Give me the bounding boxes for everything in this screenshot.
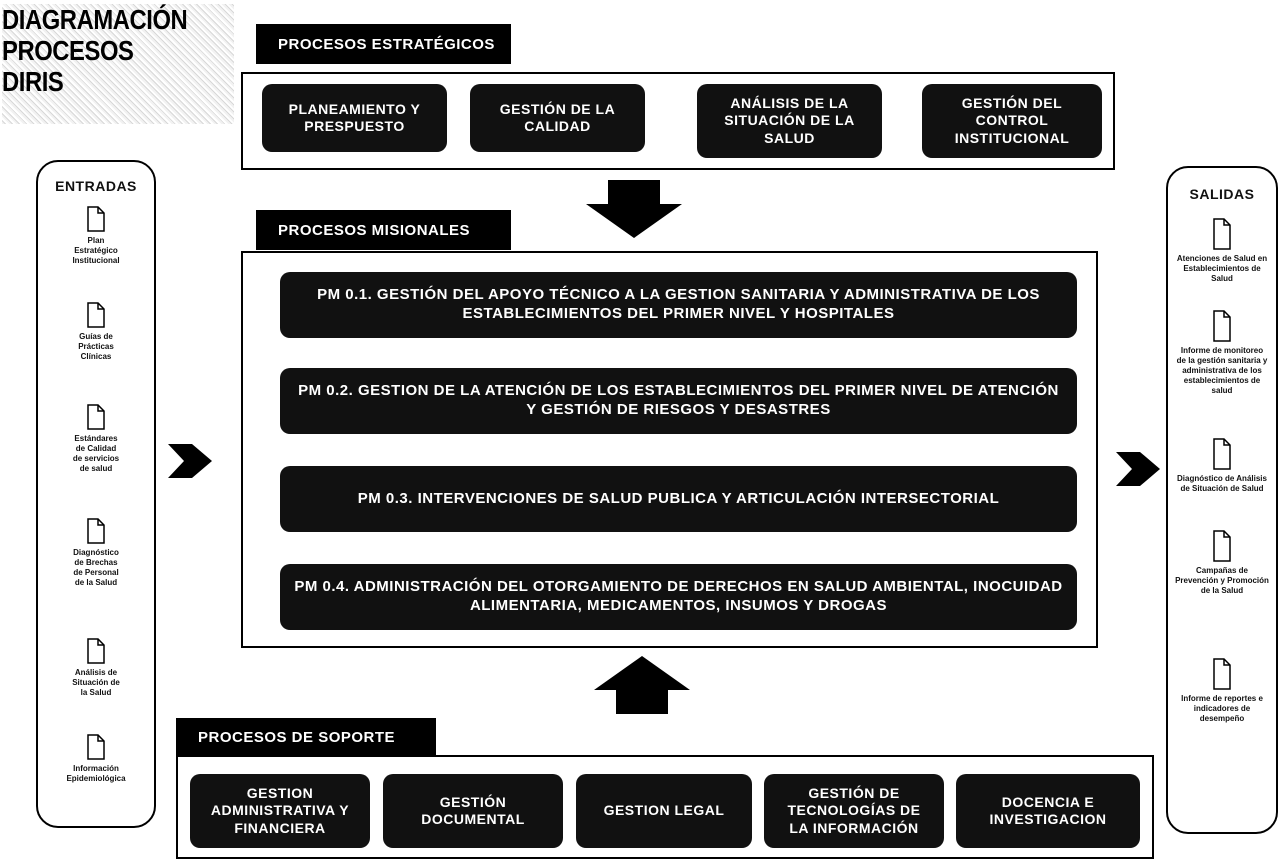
support-box-label: DOCENCIA E INVESTIGACION <box>989 793 1107 828</box>
input-item-label: Información Epidemiológica <box>66 764 126 783</box>
support-box-label: GESTIÓN DOCUMENTAL <box>421 793 525 828</box>
input-item: Guías de Prácticas Clínicas <box>38 302 154 362</box>
chevron-right-icon <box>168 444 212 478</box>
input-item: Plan Estratégico Institucional <box>38 206 154 266</box>
strategic-box-label: GESTIÓN DEL CONTROL INSTITUCIONAL <box>954 94 1070 146</box>
document-icon <box>87 206 105 232</box>
missional-box-pm01: PM 0.1. GESTIÓN DEL APOYO TÉCNICO A LA G… <box>280 272 1077 338</box>
strategic-box-label: ANÁLISIS DE LA SITUACIÓN DE LA SALUD <box>724 94 855 146</box>
document-icon <box>87 638 105 664</box>
missional-box-label: PM 0.3. INTERVENCIONES DE SALUD PUBLICA … <box>357 489 1000 507</box>
output-item-label: Campañas de Prevención y Promoción de la… <box>1175 566 1269 595</box>
strategic-box-planning: PLANEAMIENTO Y PRESPUESTO <box>262 84 447 152</box>
document-icon <box>1213 438 1231 470</box>
diagram-title: DIAGRAMACIÓN PROCESOS DIRIS <box>2 4 234 124</box>
strategic-box-health-analysis: ANÁLISIS DE LA SITUACIÓN DE LA SALUD <box>697 84 882 158</box>
document-icon <box>1213 530 1231 562</box>
missional-box-pm04: PM 0.4. ADMINISTRACIÓN DEL OTORGAMIENTO … <box>280 564 1077 630</box>
output-item: Diagnóstico de Análisis de Situación de … <box>1168 438 1276 494</box>
document-icon <box>87 404 105 430</box>
document-icon <box>1213 658 1231 690</box>
input-item-label: Estándares de Calidad de servicios de sa… <box>72 434 120 473</box>
support-box-label: GESTION ADMINISTRATIVA Y FINANCIERA <box>210 784 350 836</box>
missional-header: PROCESOS MISIONALES <box>256 210 511 250</box>
title-line-3: DIRIS <box>2 66 64 97</box>
output-item-label: Atenciones de Salud en Establecimientos … <box>1176 254 1268 283</box>
input-item-label: Guías de Prácticas Clínicas <box>78 332 114 361</box>
document-icon <box>87 302 105 328</box>
inputs-panel: ENTRADAS Plan Estratégico Institucional … <box>36 160 156 828</box>
missional-box-pm03: PM 0.3. INTERVENCIONES DE SALUD PUBLICA … <box>280 466 1077 532</box>
strategic-box-label: GESTIÓN DE LA CALIDAD <box>499 100 616 135</box>
output-item-label: Informe de reportes e indicadores de des… <box>1181 694 1263 723</box>
support-header: PROCESOS DE SOPORTE <box>176 718 436 756</box>
document-icon <box>1213 218 1231 250</box>
input-item: Estándares de Calidad de servicios de sa… <box>38 404 154 474</box>
support-box-label: GESTIÓN DE TECNOLOGÍAS DE LA INFORMACIÓN <box>787 784 921 836</box>
support-box-label: GESTION LEGAL <box>603 802 725 819</box>
arrow-down-icon <box>586 180 682 238</box>
output-item: Atenciones de Salud en Establecimientos … <box>1168 218 1276 284</box>
title-line-2: PROCESOS <box>2 35 134 66</box>
arrow-up-icon <box>594 656 690 714</box>
strategic-header: PROCESOS ESTRATÉGICOS <box>256 24 511 64</box>
title-line-1: DIAGRAMACIÓN <box>2 4 188 35</box>
outputs-panel: SALIDAS Atenciones de Salud en Estableci… <box>1166 166 1278 834</box>
missional-box-label: PM 0.1. GESTIÓN DEL APOYO TÉCNICO A LA G… <box>317 286 1040 322</box>
strategic-box-control: GESTIÓN DEL CONTROL INSTITUCIONAL <box>922 84 1102 158</box>
support-box-documental: GESTIÓN DOCUMENTAL <box>383 774 563 848</box>
input-item-label: Diagnóstico de Brechas de Personal de la… <box>73 548 119 587</box>
input-item-label: Plan Estratégico Institucional <box>72 236 120 265</box>
support-box-admin: GESTION ADMINISTRATIVA Y FINANCIERA <box>190 774 370 848</box>
strategic-box-label: PLANEAMIENTO Y PRESPUESTO <box>288 100 421 135</box>
missional-box-label: PM 0.4. ADMINISTRACIÓN DEL OTORGAMIENTO … <box>294 578 1063 614</box>
support-box-it: GESTIÓN DE TECNOLOGÍAS DE LA INFORMACIÓN <box>764 774 944 848</box>
input-item-label: Análisis de Situación de la Salud <box>72 668 120 697</box>
output-item: Campañas de Prevención y Promoción de la… <box>1168 530 1276 596</box>
input-item: Diagnóstico de Brechas de Personal de la… <box>38 518 154 588</box>
output-item-label: Diagnóstico de Análisis de Situación de … <box>1177 474 1267 493</box>
document-icon <box>1213 310 1231 342</box>
output-item: Informe de monitoreo de la gestión sanit… <box>1168 310 1276 396</box>
support-box-teaching: DOCENCIA E INVESTIGACION <box>956 774 1140 848</box>
inputs-title: ENTRADAS <box>55 178 137 194</box>
document-icon <box>87 518 105 544</box>
chevron-right-icon <box>1116 452 1160 486</box>
input-item: Análisis de Situación de la Salud <box>38 638 154 698</box>
outputs-title: SALIDAS <box>1189 186 1255 202</box>
strategic-box-quality: GESTIÓN DE LA CALIDAD <box>470 84 645 152</box>
document-icon <box>87 734 105 760</box>
input-item: Información Epidemiológica <box>38 734 154 784</box>
missional-box-label: PM 0.2. GESTION DE LA ATENCIÓN DE LOS ES… <box>298 382 1059 418</box>
output-item: Informe de reportes e indicadores de des… <box>1168 658 1276 724</box>
output-item-label: Informe de monitoreo de la gestión sanit… <box>1176 346 1268 395</box>
support-box-legal: GESTION LEGAL <box>576 774 752 848</box>
missional-box-pm02: PM 0.2. GESTION DE LA ATENCIÓN DE LOS ES… <box>280 368 1077 434</box>
